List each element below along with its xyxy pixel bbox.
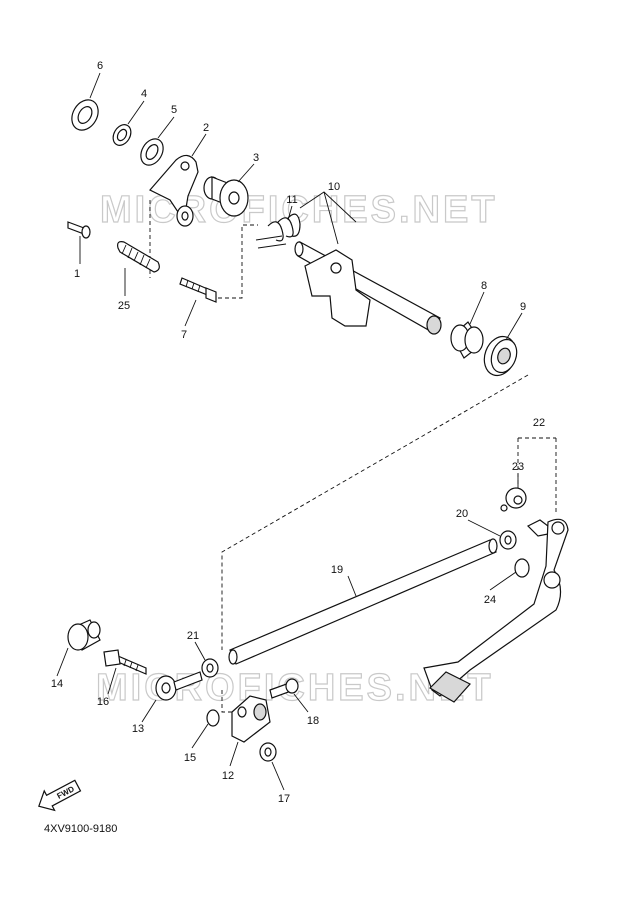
- callout-14: 14: [51, 678, 63, 690]
- washer-20: [499, 530, 517, 550]
- callout-20: 20: [456, 508, 468, 520]
- washer-24: [514, 558, 530, 578]
- shift-shaft-10: [294, 241, 442, 335]
- rod-end-13: [155, 671, 203, 701]
- callout-9: 9: [520, 301, 526, 313]
- callout-15: 15: [184, 752, 196, 764]
- callout-1: 1: [74, 268, 80, 280]
- circlip-4: [112, 124, 132, 146]
- spring-25: [117, 241, 160, 273]
- bolt-17: [259, 742, 277, 762]
- callout-19: 19: [331, 564, 343, 576]
- callout-13: 13: [132, 723, 144, 735]
- callout-7: 7: [181, 329, 187, 341]
- callout-11: 11: [286, 194, 297, 206]
- bolt-18: [269, 678, 299, 699]
- callout-12: 12: [222, 770, 234, 782]
- cover-14: [67, 619, 101, 651]
- callout-5: 5: [171, 104, 177, 116]
- shift-pedal-22: [423, 518, 569, 703]
- fwd-arrow-icon: [38, 779, 82, 812]
- shift-arm-12: [231, 695, 271, 743]
- callout-25: 25: [118, 300, 130, 312]
- washer-6: [71, 99, 99, 131]
- pin-1: [67, 221, 91, 239]
- callout-22: 22: [533, 417, 545, 429]
- shift-rod-19: [228, 538, 498, 665]
- callout-16: 16: [97, 696, 109, 708]
- callout-21: 21: [187, 630, 199, 642]
- callout-18: 18: [307, 715, 319, 727]
- stopper-lever-2: [149, 154, 199, 227]
- collar-8: [450, 321, 484, 359]
- bolt-7: [179, 277, 217, 303]
- nut-21: [201, 658, 219, 678]
- callout-24: 24: [484, 594, 496, 606]
- callout-10: 10: [328, 181, 340, 193]
- callout-23: 23: [512, 461, 524, 473]
- nut-23: [500, 487, 527, 512]
- callout-17: 17: [278, 793, 290, 805]
- washer-5: [140, 138, 164, 166]
- callout-2: 2: [203, 122, 209, 134]
- bolt-16: [103, 649, 147, 675]
- callout-6: 6: [97, 60, 103, 72]
- callout-numbers: 6 4 5 2 3 10 11 1 25 7 8 9 22 23 20 19 2…: [51, 60, 545, 805]
- part-code: 4XV9100-9180: [44, 823, 117, 835]
- oil-seal-9: [483, 335, 518, 377]
- collar-3: [203, 176, 249, 217]
- callout-4: 4: [141, 88, 147, 100]
- washer-15: [206, 709, 220, 727]
- callout-8: 8: [481, 280, 487, 292]
- torsion-spring-11: [255, 213, 301, 249]
- leader-lines: [56, 72, 523, 791]
- callout-3: 3: [253, 152, 259, 164]
